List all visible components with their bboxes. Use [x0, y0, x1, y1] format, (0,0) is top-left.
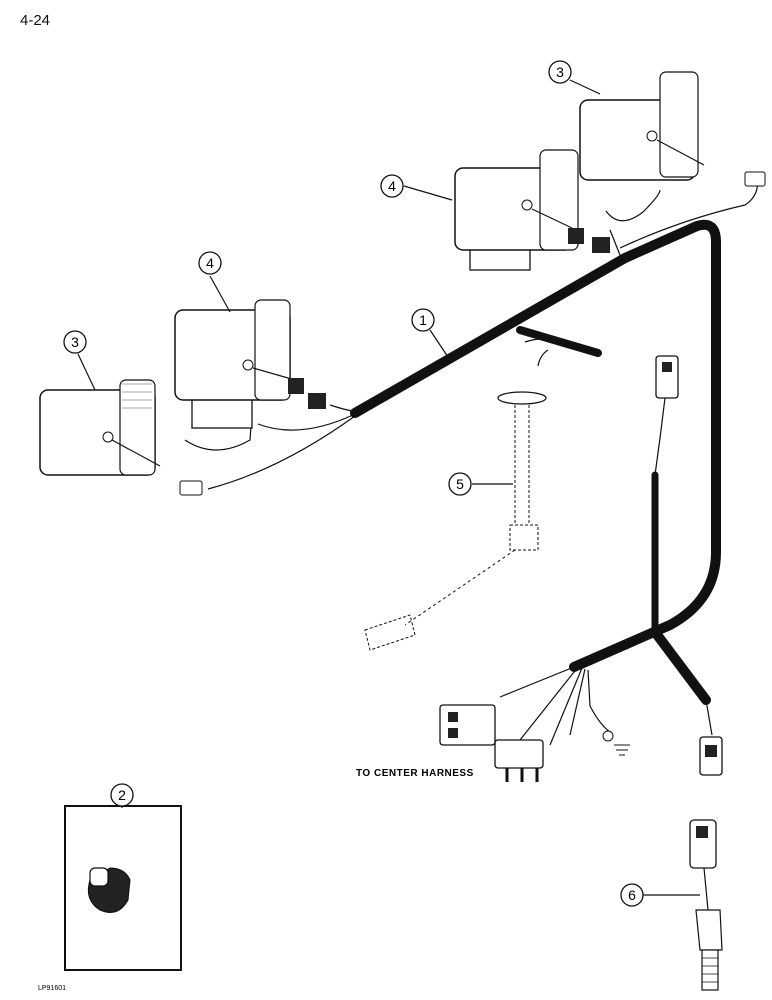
center-harness-note: TO CENTER HARNESS — [356, 768, 474, 779]
lamp-right-inner — [454, 149, 610, 271]
center-connectors — [439, 704, 630, 782]
sensor-component — [689, 819, 723, 991]
callout-4-left-label: 4 — [206, 255, 214, 271]
right-harness-connector — [699, 736, 723, 776]
callout-2-label: 2 — [118, 787, 126, 803]
callout-3-upper-label: 3 — [556, 64, 564, 80]
callout-3-left-label: 3 — [71, 334, 79, 350]
thin-wires — [184, 177, 759, 911]
callout-5: 5 — [448, 472, 472, 496]
lamp-left-outer — [39, 379, 203, 496]
main-harness — [350, 219, 721, 705]
callout-5-label: 5 — [456, 476, 464, 492]
page-number: 4-24 — [20, 12, 51, 29]
callout-6: 6 — [620, 883, 644, 907]
callout-4-upper: 4 — [380, 174, 404, 198]
callout-1-label: 1 — [419, 312, 427, 328]
clamp-inset — [64, 805, 182, 971]
callouts — [77, 79, 700, 896]
top-lead-connector — [655, 355, 679, 399]
callout-6-label: 6 — [628, 887, 636, 903]
sender-component — [364, 391, 547, 651]
figure-reference: LP91601 — [38, 985, 66, 992]
lamp-right-outer — [579, 71, 766, 187]
callout-4-left: 4 — [198, 251, 222, 275]
callout-2: 2 — [110, 783, 134, 807]
callout-3-left: 3 — [63, 330, 87, 354]
callout-1: 1 — [411, 308, 435, 332]
lamp-left-inner — [174, 299, 326, 429]
callout-3-upper: 3 — [548, 60, 572, 84]
callout-4-upper-label: 4 — [388, 178, 396, 194]
